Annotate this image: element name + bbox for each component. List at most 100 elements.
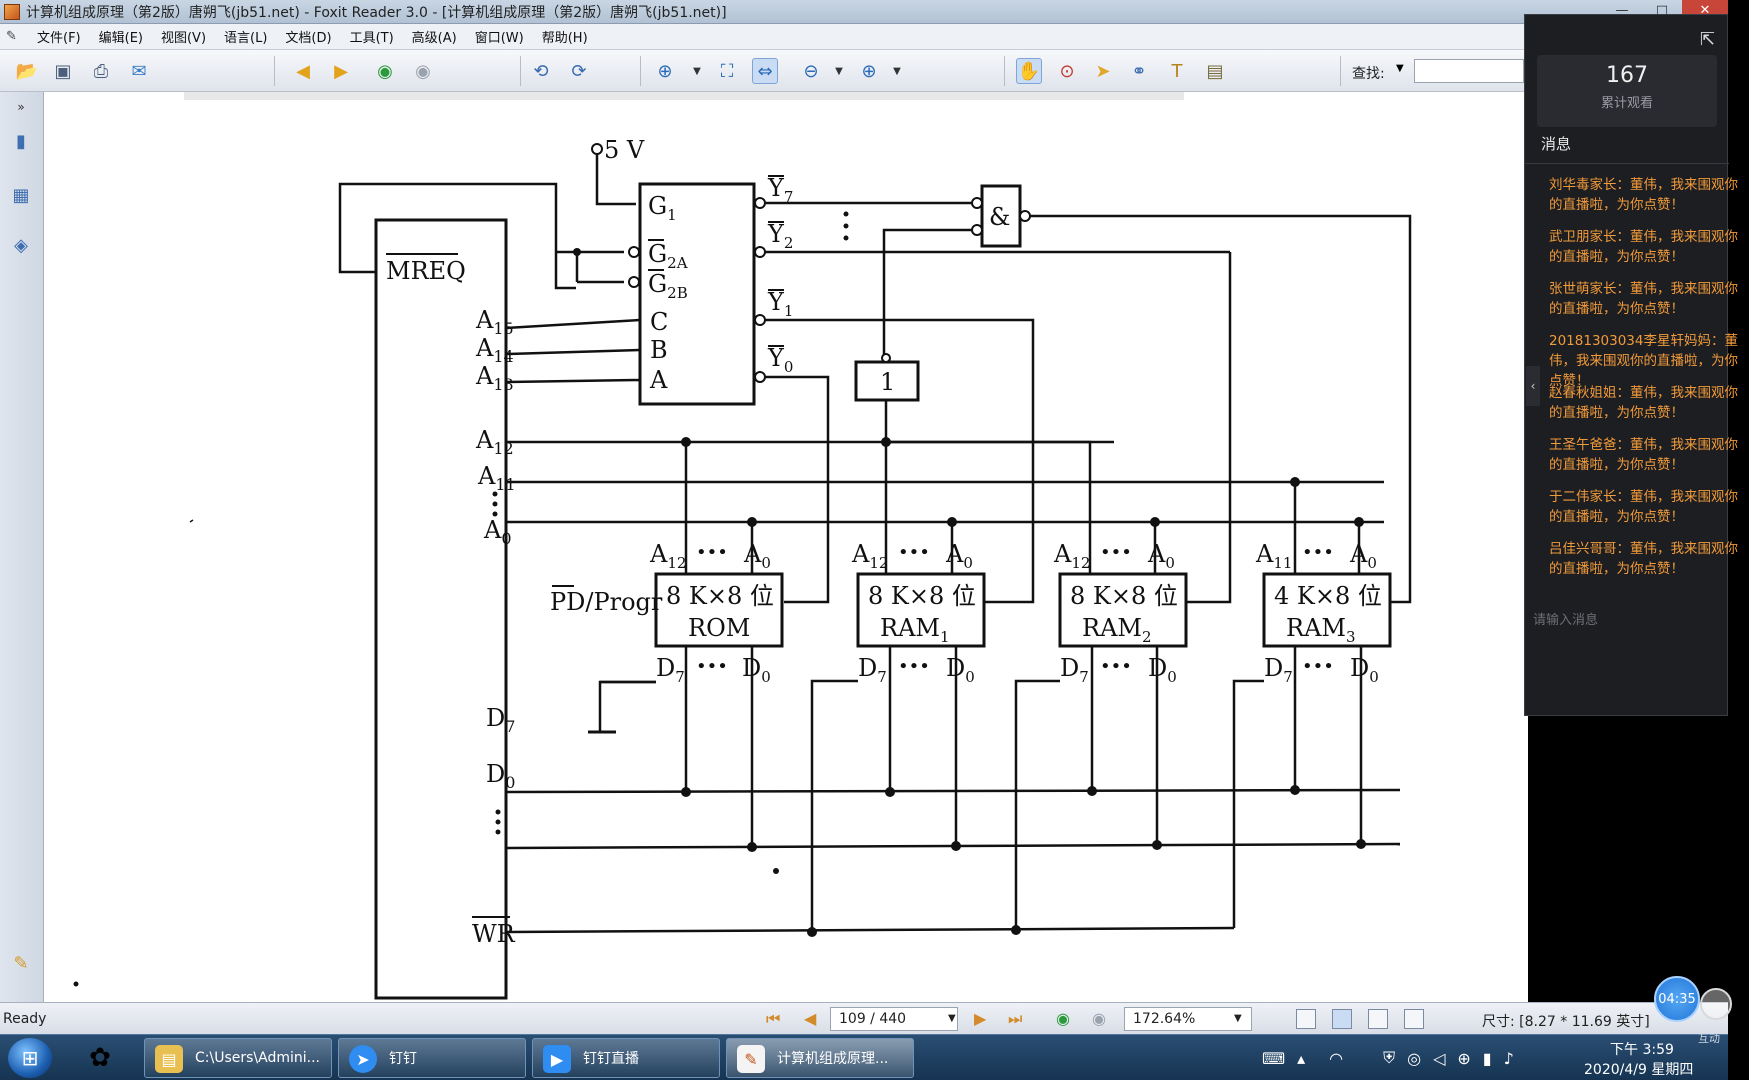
zoom-in-icon[interactable]: ⊕: [657, 60, 673, 82]
security-tray-icon[interactable]: ⊕: [1457, 1048, 1471, 1068]
rotate-right-icon[interactable]: ⟳: [571, 60, 587, 82]
document-view[interactable]: 5 V MREQ A15 A14 A13 A12 A11 A0 D7 D0 WR…: [44, 92, 1528, 1002]
svg-text:RAM1: RAM1: [880, 614, 950, 646]
zoom-dropdown-icon[interactable]: ▼: [1234, 1013, 1242, 1024]
decoder-b-label: B: [650, 336, 668, 364]
window-title: 计算机组成原理（第2版）唐朔飞(jb51.net) - Foxit Reader…: [26, 4, 727, 21]
bookmarks-icon[interactable]: ▮: [16, 130, 26, 152]
pages-thumbnails-icon[interactable]: ▦: [12, 184, 30, 206]
image-select-icon[interactable]: ▤: [1206, 60, 1224, 82]
minimize-button[interactable]: —: [1615, 2, 1629, 18]
task-dingtalk[interactable]: ➤ 钉钉: [338, 1038, 526, 1078]
svg-text:Y1: Y1: [767, 288, 793, 320]
fit-width-icon[interactable]: ⇔: [752, 58, 778, 84]
go-forward-icon[interactable]: ◉: [415, 60, 431, 82]
print-icon[interactable]: ⎙: [93, 60, 109, 82]
collapse-panel-button[interactable]: ‹: [1526, 366, 1540, 406]
zoom-dropdown-icon[interactable]: ▼: [693, 65, 701, 77]
app-tray-icon[interactable]: ◎: [1407, 1048, 1422, 1068]
svg-text:G2A: G2A: [648, 240, 688, 272]
menu-window[interactable]: 窗口(W): [474, 31, 524, 46]
speaker-icon[interactable]: ♪: [1503, 1048, 1514, 1068]
a12-label: A: [475, 426, 494, 454]
chip-ram3: [1262, 572, 1392, 648]
page-number-field[interactable]: 109 / 440: [830, 1007, 958, 1031]
keyboard-icon[interactable]: ⌨: [1262, 1048, 1286, 1068]
svg-text:ROM: ROM: [688, 614, 750, 642]
svg-text:D0: D0: [1350, 654, 1379, 686]
go-forward-status-icon[interactable]: ◉: [1092, 1009, 1106, 1028]
go-back-status-icon[interactable]: ◉: [1056, 1009, 1070, 1028]
menu-file[interactable]: 文件(F): [37, 31, 81, 46]
zoom-field[interactable]: 172.64%: [1124, 1007, 1252, 1031]
navigation-panel: » ▮ ▦ ◈ ✎: [0, 92, 44, 1002]
email-icon[interactable]: ✉: [131, 60, 147, 82]
last-page-icon[interactable]: ⏭: [1008, 1009, 1023, 1028]
menu-help[interactable]: 帮助(H): [541, 31, 588, 46]
attachments-icon[interactable]: ✎: [13, 952, 29, 974]
shield-icon[interactable]: ⛨: [1383, 1048, 1396, 1067]
start-button[interactable]: ⊞: [8, 1038, 52, 1078]
rotate-left-icon[interactable]: ⟲: [533, 60, 549, 82]
prev-page-icon[interactable]: ◀: [804, 1009, 817, 1028]
message-input[interactable]: 请输入消息: [1533, 613, 1599, 628]
tray-arrow-icon[interactable]: ▴: [1297, 1048, 1306, 1068]
find-input[interactable]: [1414, 59, 1524, 83]
task-foxit[interactable]: ✎ 计算机组成原理...: [726, 1038, 914, 1078]
layers-icon[interactable]: ◈: [14, 234, 28, 256]
floating-button[interactable]: [1700, 988, 1732, 1020]
svg-text:Y7: Y7: [767, 174, 793, 206]
find-dropdown-icon[interactable]: ▼: [1396, 63, 1404, 74]
svg-text:A0: A0: [743, 540, 771, 572]
facing-view-icon[interactable]: [1368, 1009, 1388, 1029]
zoom-plus-dropdown-icon[interactable]: ▼: [893, 65, 901, 77]
snapshot-icon[interactable]: ⊙: [1059, 60, 1075, 82]
page-dropdown-icon[interactable]: ▼: [948, 1013, 956, 1024]
next-page-icon[interactable]: ▶: [974, 1009, 987, 1028]
fit-page-icon[interactable]: ⛶: [720, 60, 734, 82]
clock-date[interactable]: 2020/4/9 星期四: [1584, 1062, 1694, 1078]
share-icon[interactable]: ⇱: [1699, 29, 1715, 50]
zoom-out-icon[interactable]: ⊖: [803, 60, 819, 82]
save-icon[interactable]: ▣: [54, 60, 72, 82]
svg-text:D7: D7: [858, 654, 887, 686]
continuous-view-icon[interactable]: [1332, 1009, 1352, 1029]
open-icon[interactable]: 📂: [15, 60, 39, 82]
find-binoculars-icon[interactable]: ⚭: [1131, 60, 1147, 82]
g2a-label: G: [648, 240, 667, 268]
previous-page-icon[interactable]: ◀: [296, 60, 310, 82]
continuous-facing-view-icon[interactable]: [1404, 1009, 1424, 1029]
d0-label: D: [486, 760, 505, 788]
menu-language[interactable]: 语言(L): [224, 31, 268, 46]
document-menu-icon[interactable]: ✎: [6, 28, 17, 44]
expand-panel-icon[interactable]: »: [17, 100, 25, 114]
single-page-view-icon[interactable]: [1296, 1009, 1316, 1029]
menu-tools[interactable]: 工具(T): [349, 31, 394, 46]
first-page-icon[interactable]: ⏮: [766, 1009, 781, 1028]
go-back-icon[interactable]: ◉: [377, 60, 393, 82]
live-timer-badge[interactable]: 04:35: [1654, 976, 1700, 1022]
text-select-icon[interactable]: T: [1171, 60, 1183, 82]
ram2-size-label: 8 K×8 位: [1070, 582, 1178, 610]
task-dingtalk-live[interactable]: ▶ 钉钉直播: [532, 1038, 720, 1078]
y1-label: Y: [767, 288, 785, 316]
next-page-icon[interactable]: ▶: [334, 60, 348, 82]
hand-tool-icon[interactable]: ✋: [1016, 58, 1042, 84]
zoom-plus-icon[interactable]: ⊕: [861, 60, 877, 82]
task-explorer[interactable]: ▤ C:\Users\Admini...: [144, 1038, 332, 1078]
zoom-out-dropdown-icon[interactable]: ▼: [835, 65, 843, 77]
menu-edit[interactable]: 编辑(E): [98, 31, 143, 46]
select-arrow-icon[interactable]: ➤: [1095, 60, 1111, 82]
maximize-button[interactable]: □: [1655, 2, 1669, 18]
menu-document[interactable]: 文档(D): [285, 31, 332, 46]
clock-time[interactable]: 下午 3:59: [1610, 1042, 1674, 1058]
wifi-icon[interactable]: ◠: [1329, 1048, 1344, 1068]
volume-icon[interactable]: ◁: [1433, 1048, 1446, 1068]
pinned-app-icon[interactable]: ✿: [89, 1043, 111, 1073]
menu-view[interactable]: 视图(V): [160, 31, 207, 46]
menu-bar: ✎ 文件(F) 编辑(E) 视图(V) 语言(L) 文档(D) 工具(T) 高级…: [0, 24, 1528, 50]
signal-icon[interactable]: ▮: [1482, 1048, 1492, 1068]
menu-advanced[interactable]: 高级(A): [411, 31, 457, 46]
interaction-label[interactable]: 互动: [1698, 1032, 1720, 1045]
message-item: 刘华毒家长：董伟，我来围观你的直播啦，为你点赞！: [1549, 177, 1738, 213]
